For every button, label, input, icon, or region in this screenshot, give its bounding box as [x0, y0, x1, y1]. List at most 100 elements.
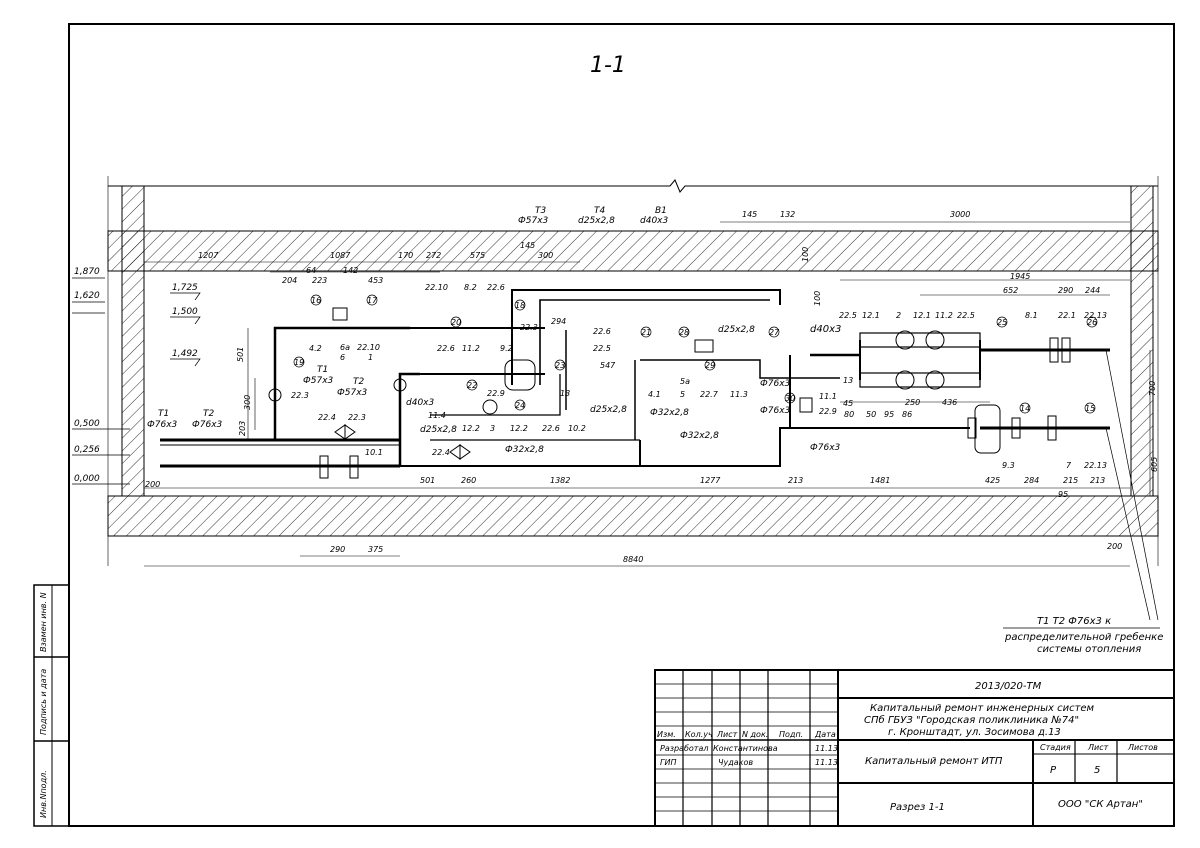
dim: 575: [470, 251, 485, 260]
bubble-marker: 28: [679, 328, 689, 337]
dim: 200: [145, 480, 160, 489]
pipe-label: Ф32х2,8: [680, 431, 719, 441]
pipe-label: Ф76х3: [760, 406, 791, 416]
elevation-mark: 0,000: [74, 474, 100, 484]
dim: 1277: [700, 476, 721, 485]
tb-sheets-label: Листов: [1127, 743, 1158, 752]
dim: 64: [306, 266, 316, 275]
pipe-label: Т4: [594, 206, 605, 216]
dim: 547: [600, 361, 616, 370]
tb-role: Разработал: [660, 744, 708, 753]
pipe-label: Ф76х3: [147, 420, 178, 430]
dim: 290: [330, 545, 345, 554]
dim: 170: [398, 251, 413, 260]
elevation-mark: 1,500: [172, 307, 198, 317]
dim: 45: [843, 399, 853, 408]
dim: 95: [1058, 490, 1068, 499]
item-label: 2: [896, 311, 901, 320]
dim: 1481: [870, 476, 890, 485]
item-label: 13: [843, 376, 853, 385]
pipe-label: Т3: [535, 206, 546, 216]
item-label: 12.1: [862, 311, 880, 320]
tb-project: г. Кронштадт, ул. Зосимова д.13: [888, 727, 1061, 738]
dim: 652: [1003, 286, 1018, 295]
item-label: 3: [490, 424, 495, 433]
item-label: 10.1: [365, 448, 383, 457]
item-label: 22.5: [957, 311, 975, 320]
elevation-marks: 1,870 1,620 1,725 1,500 1,492 0,500 0,25…: [72, 267, 201, 485]
item-label: 22.9: [819, 407, 837, 416]
tb-object: Капитальный ремонт ИТП: [865, 756, 1003, 767]
item-label: 9.3: [1002, 461, 1015, 470]
dim: 290: [1058, 286, 1073, 295]
tb-sheet: 5: [1094, 765, 1100, 776]
pipe-label: Ф76х3: [810, 443, 841, 453]
tb-name: Чудаков: [718, 758, 753, 767]
tb-project: СПб ГБУЗ "Городская поликлиника №74": [864, 714, 1079, 726]
item-label: 22.4: [432, 448, 450, 457]
item-label: 10.2: [568, 424, 586, 433]
item-label: 6: [340, 353, 345, 362]
dim: 50: [866, 410, 876, 419]
sheet-frame: [68, 23, 1175, 827]
item-label: 12.2: [462, 424, 480, 433]
pipe-label: Ф57х3: [303, 376, 334, 386]
dim: 1207: [198, 251, 219, 260]
item-label: 13: [560, 389, 570, 398]
bubble-marker: 14: [1020, 404, 1030, 413]
pipe-label: Ф76х3: [760, 379, 791, 389]
bubble-marker: 30: [785, 394, 795, 403]
pipe-label: d25х2,8: [578, 216, 615, 226]
bubble-marker: 25: [997, 318, 1007, 327]
dimension-lines: [144, 221, 1151, 567]
dim: 204: [282, 276, 297, 285]
stamp-cell-label: Подпись и дата: [39, 669, 48, 735]
pipe-labels: Т1 Ф57х3 Т2 Ф57х3 Т1 Ф76х3 Т2 Ф76х3 Т3 Ф…: [147, 206, 841, 455]
item-label: 11.3: [730, 390, 748, 399]
item-label: 5а: [680, 377, 690, 386]
elevation-mark: 1,725: [172, 283, 198, 293]
tb-name: Константинова: [713, 744, 778, 753]
dim: 284: [1024, 476, 1039, 485]
item-label: 22.13: [1084, 311, 1107, 320]
section-title: 1-1: [590, 53, 626, 78]
dim: 501: [236, 347, 245, 362]
dim: 700: [1148, 381, 1157, 396]
item-label: 6а: [340, 343, 350, 352]
dim: 200: [1107, 542, 1122, 551]
pipe-label: Т1: [317, 365, 328, 375]
left-wall: [121, 185, 145, 497]
tb-header: N док.: [742, 730, 768, 739]
tb-header: Лист: [716, 730, 738, 739]
pipe-label: Т2: [203, 409, 214, 419]
pipe-label: d40х3: [406, 398, 434, 408]
stamp-cell-label: Инв.Nподл.: [39, 770, 48, 818]
dim: 501: [420, 476, 435, 485]
item-label: 22.9: [487, 389, 505, 398]
dim: 436: [942, 398, 957, 407]
item-label: 22.7: [700, 390, 719, 399]
item-label: 22.3: [348, 413, 366, 422]
tb-company: ООО "СК Артан": [1058, 799, 1143, 810]
pipe-label: Ф76х3: [192, 420, 223, 430]
elevation-mark: 0,500: [74, 419, 100, 429]
floor-slab: [107, 495, 1159, 537]
tb-project: Капитальный ремонт инженерных систем: [870, 703, 1095, 714]
dim: 1945: [1010, 272, 1030, 281]
building-structure: [107, 176, 1159, 566]
dim: 145: [742, 210, 757, 219]
item-label: 12.2: [510, 424, 528, 433]
item-label: 22.6: [542, 424, 560, 433]
item-label: 22.1: [1058, 311, 1076, 320]
dim: 215: [1063, 476, 1078, 485]
bubble-marker: 19: [294, 358, 304, 367]
equipment: [268, 307, 1071, 479]
bubble-marker: 24: [515, 401, 525, 410]
dim: 213: [1090, 476, 1105, 485]
dim: 453: [368, 276, 383, 285]
pipe-label: d40х3: [640, 216, 668, 226]
dim: 272: [426, 251, 441, 260]
item-label: 22.6: [487, 283, 505, 292]
distribution-note: Т1 Т2 Ф76х3 к распределительной гребенке…: [1003, 349, 1163, 655]
